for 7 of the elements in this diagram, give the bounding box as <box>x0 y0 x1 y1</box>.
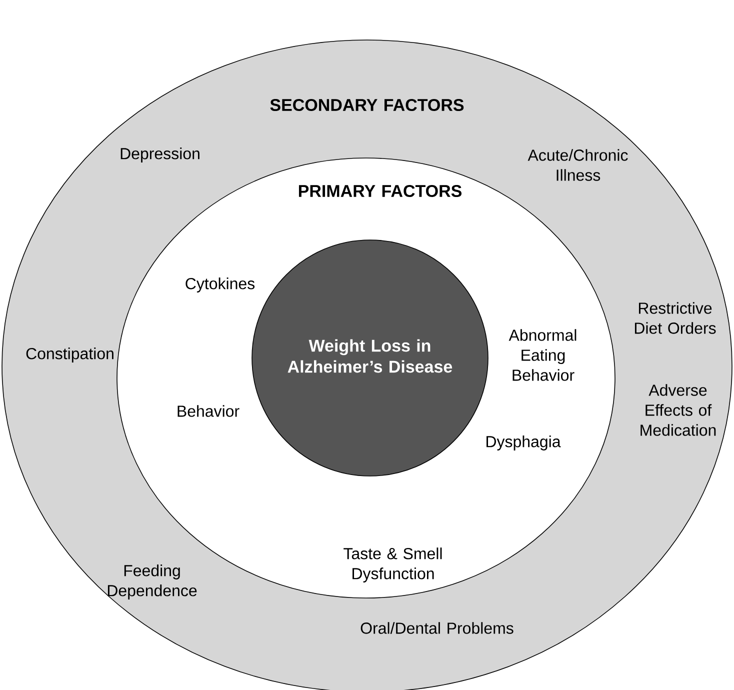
factor-label: Dysphagia <box>486 436 561 450</box>
factor-label: Oral/Dental Problems <box>360 622 514 634</box>
factor-label: Taste & Smell Dysfunction <box>344 548 442 582</box>
factor-label: Abnormal Eating Behavior <box>508 329 576 381</box>
factor-label: Constipation <box>26 348 114 362</box>
factor-label: Restrictive Diet Orders <box>634 302 716 334</box>
factor-label: Adverse Effects of Medication <box>640 384 716 436</box>
